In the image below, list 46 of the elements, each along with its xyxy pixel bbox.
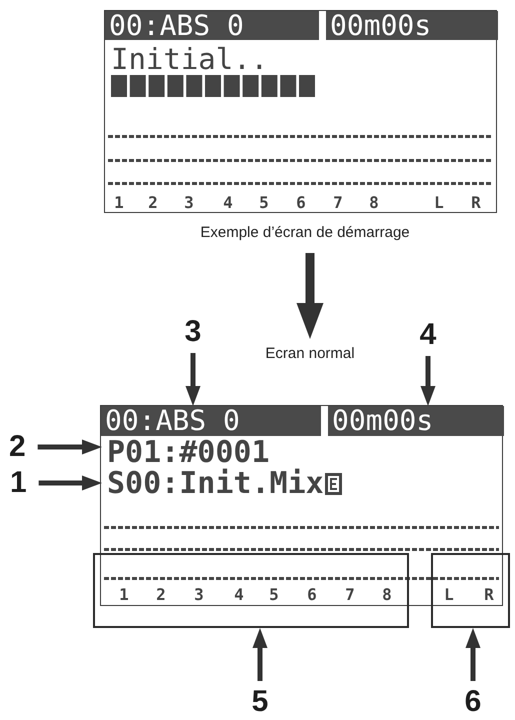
step-label: Ecran normal — [265, 345, 355, 363]
callout-number: 6 — [464, 687, 482, 717]
callout-number: 5 — [252, 687, 268, 717]
lcd-screen — [104, 10, 497, 213]
callout-number: 2 — [9, 432, 26, 462]
figure-caption: Exemple d’écran de démarrage — [200, 224, 410, 242]
callout-number: 4 — [420, 320, 436, 350]
highlight-frame — [93, 553, 409, 628]
channel-label: 1 — [118, 587, 130, 603]
highlight-frame — [431, 553, 510, 628]
channel-label: 4 — [233, 587, 245, 603]
channel-label: 6 — [306, 587, 318, 603]
channel-label: R — [470, 195, 482, 211]
callout-number: 1 — [10, 468, 27, 498]
channel-label: 2 — [155, 587, 167, 603]
channel-label: 5 — [258, 195, 270, 211]
channel-label: 7 — [332, 195, 344, 211]
lcd-text-line: S00:Init.Mix — [102, 468, 324, 500]
channel-label: 5 — [268, 587, 280, 603]
arrow — [420, 356, 436, 406]
channel-label: 8 — [368, 195, 380, 211]
channel-label: R — [483, 587, 495, 603]
arrow — [38, 440, 102, 454]
lcd-text-line: Initial.. — [111, 44, 268, 74]
channel-label: 8 — [381, 587, 393, 603]
arrow — [252, 628, 268, 681]
lcd-screen — [100, 405, 503, 606]
channel-label: 3 — [193, 587, 205, 603]
arrow — [466, 628, 480, 681]
lcd-header-bar: 00m00s — [328, 406, 504, 436]
lcd-text-line: P01:#0001 — [102, 437, 270, 469]
channel-label: 7 — [344, 587, 356, 603]
channel-label: L — [433, 195, 445, 211]
channel-label: 6 — [295, 195, 307, 211]
callout-number: 3 — [184, 317, 202, 347]
arrow — [296, 253, 324, 339]
channel-label: 1 — [113, 195, 125, 211]
channel-label: 2 — [147, 195, 159, 211]
lcd-header-bar: 00:ABS 0 — [105, 11, 319, 40]
arrow — [186, 353, 200, 406]
channel-label: 4 — [222, 195, 234, 211]
arrow — [38, 476, 102, 490]
lcd-header-bar: 00m00s — [326, 11, 498, 40]
channel-label: L — [443, 587, 455, 603]
channel-label: 3 — [183, 195, 195, 211]
lcd-header-bar: 00:ABS 0 — [101, 406, 321, 436]
